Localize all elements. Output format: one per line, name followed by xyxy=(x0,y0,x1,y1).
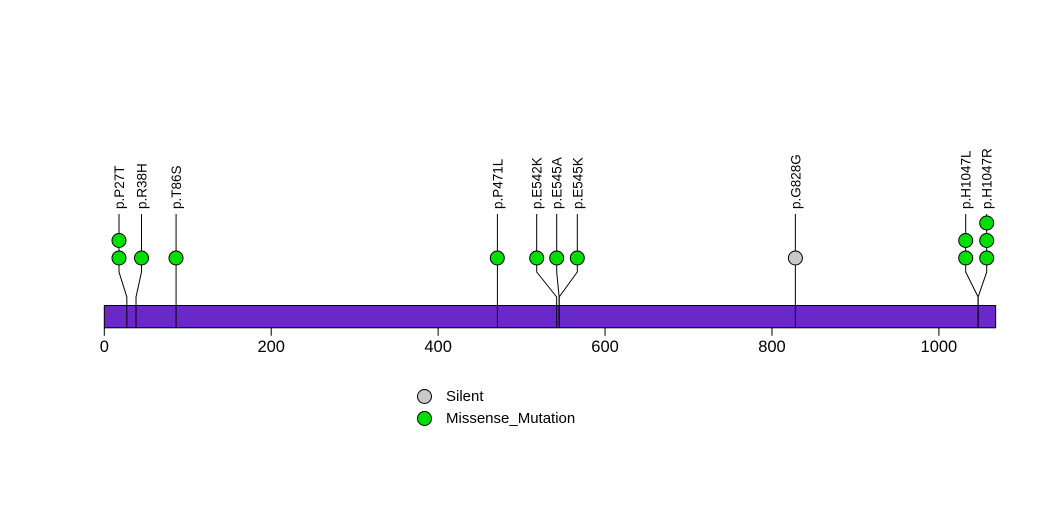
missense-swatch-icon xyxy=(417,410,432,426)
mutation-label: p.R38H xyxy=(135,163,150,209)
mutation-label: p.E545K xyxy=(570,157,585,209)
mutation-label: p.P27T xyxy=(112,165,127,209)
mutation-marker xyxy=(489,250,505,266)
axis-tick-label: 400 xyxy=(424,338,452,356)
mutation-marker xyxy=(111,250,127,266)
mutation-label: p.H1047L xyxy=(959,150,974,209)
mutation-marker xyxy=(979,215,995,231)
lollipop-stem xyxy=(536,214,558,328)
legend-label-silent: Silent xyxy=(446,387,484,405)
lollipop-stem xyxy=(135,214,142,328)
mutation-marker xyxy=(958,250,974,266)
mutation-label: p.P471L xyxy=(490,158,505,209)
mutation-label: p.G828G xyxy=(788,154,803,209)
legend: Silent Missense_Mutation xyxy=(417,388,575,432)
mutation-marker xyxy=(958,233,974,248)
mutation-marker xyxy=(111,233,127,248)
mutation-marker xyxy=(529,250,545,266)
mutation-marker xyxy=(979,250,995,266)
protein-bar xyxy=(103,305,997,329)
mutation-marker xyxy=(134,250,149,266)
axis-tick-label: 600 xyxy=(591,338,619,356)
axis-tick-label: 1000 xyxy=(921,338,958,356)
silent-swatch-icon xyxy=(417,388,432,404)
legend-item-missense: Missense_Mutation xyxy=(417,409,576,427)
lollipop-stem xyxy=(558,214,578,328)
mutation-marker xyxy=(979,233,995,248)
legend-item-silent: Silent xyxy=(417,387,575,405)
mutation-label: p.H1047R xyxy=(980,148,995,209)
mutation-marker xyxy=(549,250,565,266)
axis-tick-label: 800 xyxy=(758,338,786,356)
mutation-label: p.E542K xyxy=(530,157,545,209)
axis-tick-label: 200 xyxy=(257,338,285,356)
mutation-marker xyxy=(168,250,184,266)
mutation-marker xyxy=(787,250,803,266)
legend-label-missense: Missense_Mutation xyxy=(446,409,576,427)
mutation-marker xyxy=(569,250,585,266)
mutation-label: p.T86S xyxy=(169,165,184,209)
axis-tick-label: 0 xyxy=(100,338,109,356)
mutation-label: p.E545A xyxy=(550,157,565,209)
